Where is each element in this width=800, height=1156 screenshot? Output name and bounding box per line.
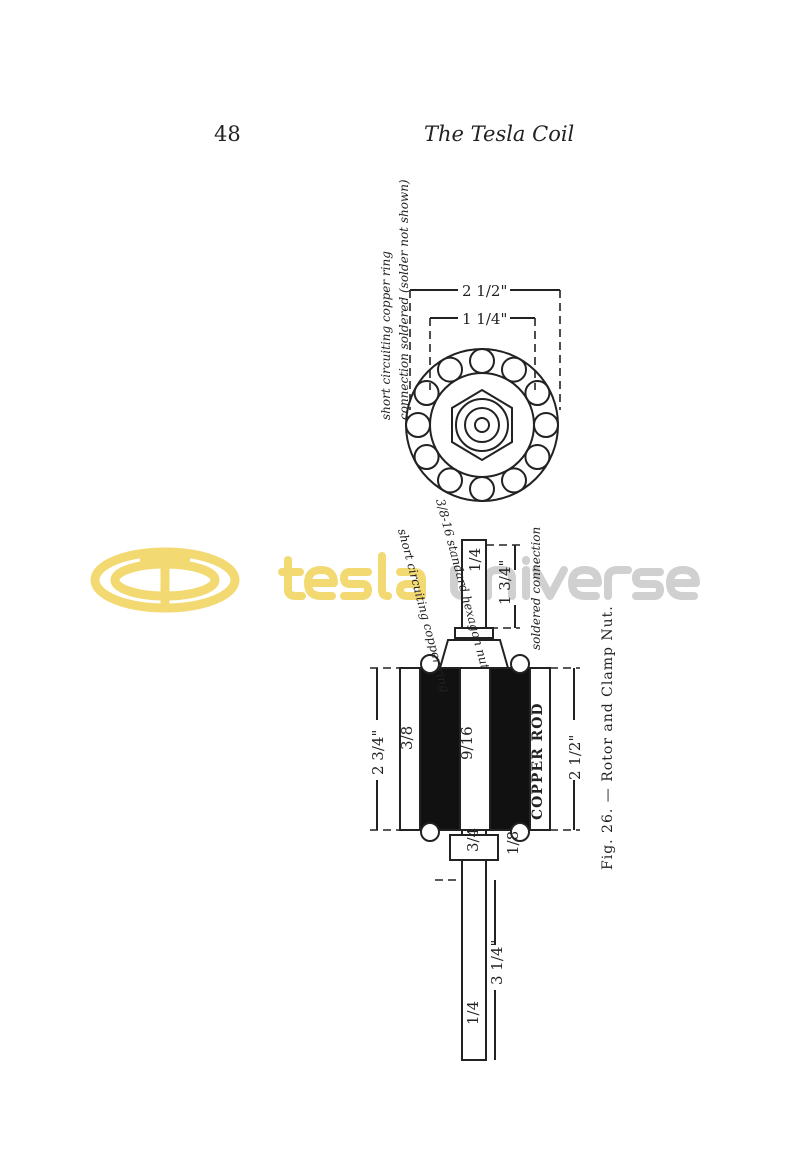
shaft-bottom-dim: 3 1/4": [488, 940, 506, 985]
end-inner-dim: 1 1/4": [462, 310, 507, 328]
copper-rod-end: [524, 444, 551, 470]
end-view: [405, 289, 561, 502]
copper-rod-label: COPPER ROD: [530, 702, 546, 820]
shaft-dia-top: 1/4: [466, 548, 484, 572]
watermark-glyph: [632, 568, 664, 600]
watermark-glyph: [278, 556, 306, 600]
height-left-dim: 2 3/4": [369, 730, 387, 775]
winding-dim: 3/8: [398, 726, 416, 750]
copper-rod-end: [524, 380, 551, 406]
shaft-top-dim: 1 3/4": [496, 560, 514, 605]
watermark-glyph: [568, 566, 602, 600]
copper-rod-end: [437, 467, 463, 494]
page-number: 48: [214, 122, 241, 146]
copper-rod-end: [469, 348, 495, 374]
copper-rod-end: [533, 412, 559, 438]
watermark-glyph: [532, 566, 568, 600]
side-view: [370, 539, 580, 1061]
watermark-glyph: [378, 552, 392, 600]
watermark-glyph: [666, 566, 700, 600]
watermark-glyph: [484, 566, 516, 600]
copper-rod-end: [501, 467, 527, 494]
watermark-glyph: [604, 566, 632, 600]
copper-rod-end: [469, 476, 495, 502]
collar-dim: 3/4: [464, 828, 482, 852]
watermark-logo: [90, 547, 700, 613]
soldered-connection-label: soldered connection: [529, 527, 543, 650]
shaft-dia-bottom: 1/4: [464, 1001, 482, 1025]
copper-rod-end: [413, 444, 440, 470]
end-outer-dim: 2 1/2": [462, 282, 507, 300]
height-right-dim: 2 1/2": [566, 735, 584, 780]
watermark-glyph: [340, 568, 372, 600]
bore-dim: 9/16: [458, 726, 476, 760]
running-title: The Tesla Coil: [424, 122, 575, 146]
watermark-glyph: [304, 566, 338, 600]
watermark-glyph: [396, 568, 426, 600]
copper-rod-end: [405, 412, 431, 438]
copper-rod-end: [437, 356, 463, 383]
watermark-lettering-tesla: [278, 552, 426, 600]
figure-caption: Fig. 26. — Rotor and Clamp Nut.: [600, 605, 616, 870]
copper-rod-end: [413, 380, 440, 406]
copper-rod-end: [501, 356, 527, 383]
end-connection-label: connection soldered (solder not shown): [397, 179, 411, 420]
watermark-lettering-universe: [450, 556, 700, 600]
collar-small-dim: 1/8: [504, 831, 522, 855]
end-ring-label: short circuiting copper ring: [379, 251, 393, 420]
